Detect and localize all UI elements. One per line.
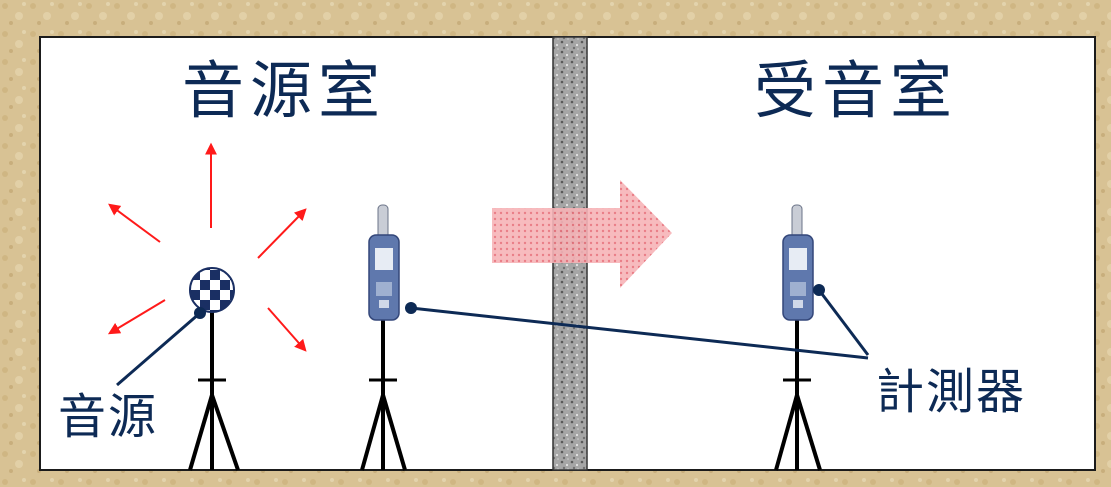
meter1-leader-dot [405,302,417,314]
radiation-arrows [107,142,307,352]
receiving-room-label: 受音室 [754,54,959,127]
radiation-arrow-up-right [257,208,307,259]
meter2-leader-dot [813,284,825,296]
transmission-arrow-icon [492,180,672,288]
sound-source-icon [189,267,235,313]
source-leader-line [116,311,201,387]
sound-level-meter-icon-2 [782,204,814,321]
radiation-arrow-down-left [107,299,166,335]
radiation-arrow-down-right [267,307,307,352]
source-room-label: 音源室 [182,54,387,127]
leader-lines [116,289,870,387]
source-tripod-icon [188,312,240,471]
meter2-leader-line [817,289,870,356]
sound-source-label: 音源 [58,389,159,445]
meter-tripod-icon [360,318,407,471]
measuring-instrument-label: 計測器 [876,364,1027,420]
meter-tripod-icon-2 [774,318,822,471]
sound-level-meter-icon [368,204,400,321]
radiation-arrow-up-left [108,203,161,243]
meter1-leader-line [410,306,869,360]
source-leader-dot [194,307,206,319]
